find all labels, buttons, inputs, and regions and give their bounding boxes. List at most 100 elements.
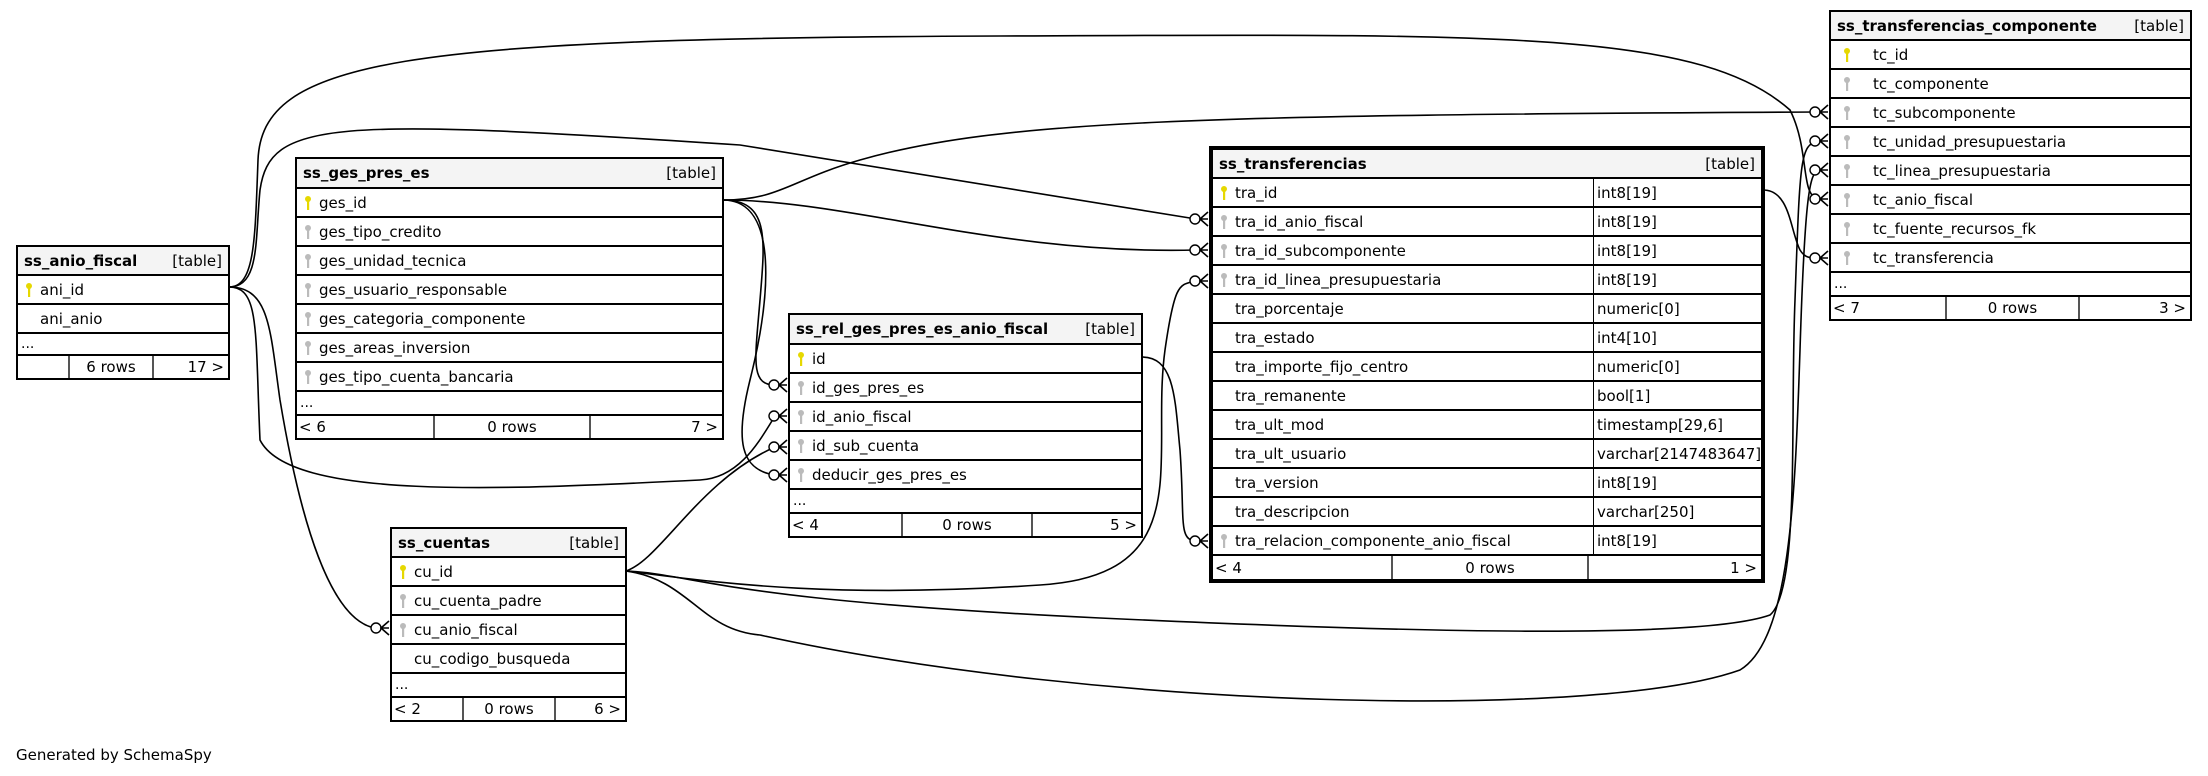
column-name: cu_id xyxy=(414,562,453,581)
edge-anio-to-tc-anio-fiscal xyxy=(228,34,1819,288)
column-row[interactable]: ges_tipo_credito xyxy=(297,218,722,247)
column-row[interactable]: cu_codigo_busqueda xyxy=(392,645,625,674)
children-count[interactable]: 7 > xyxy=(691,418,718,436)
column-name: ges_id xyxy=(319,193,367,212)
column-name: tra_porcentaje xyxy=(1235,299,1344,318)
column-row[interactable]: tc_anio_fiscal xyxy=(1831,186,2190,215)
column-type: int8[19] xyxy=(1593,179,1761,206)
relationship-markers xyxy=(370,104,1829,636)
foreign-key-icon xyxy=(392,593,414,609)
table-header: ss_anio_fiscal [table] xyxy=(18,247,228,276)
parents-count[interactable]: < 6 xyxy=(299,418,326,436)
column-row[interactable]: tc_subcomponente xyxy=(1831,99,2190,128)
generated-by-label: Generated by SchemaSpy xyxy=(16,746,212,764)
column-row[interactable]: ges_id xyxy=(297,189,722,218)
primary-key-icon xyxy=(1831,47,1863,63)
column-row[interactable]: id_anio_fiscal xyxy=(790,403,1141,432)
children-count[interactable]: 3 > xyxy=(2159,299,2186,317)
column-row[interactable]: id xyxy=(790,345,1141,374)
edge-cu-to-tc-unidad xyxy=(625,140,1819,632)
children-count[interactable]: 17 > xyxy=(187,358,224,376)
table-ss-rel-ges-pres-es-anio-fiscal[interactable]: ss_rel_ges_pres_es_anio_fiscal [table] i… xyxy=(788,313,1143,538)
edge-ges-to-rel-deducir xyxy=(722,199,776,476)
column-name: ges_categoria_componente xyxy=(319,309,526,328)
column-row[interactable]: cu_anio_fiscal xyxy=(392,616,625,645)
column-row[interactable]: ges_tipo_cuenta_bancaria xyxy=(297,363,722,392)
edge-ges-to-tc-subcomponente xyxy=(722,111,1819,201)
row-count: 0 rows xyxy=(433,416,591,438)
column-name: cu_anio_fiscal xyxy=(414,620,518,639)
column-row[interactable]: ges_unidad_tecnica xyxy=(297,247,722,276)
column-row[interactable]: cu_cuenta_padre xyxy=(392,587,625,616)
column-name: tc_id xyxy=(1873,45,1909,64)
row-count: 0 rows xyxy=(462,698,556,720)
column-row[interactable]: id_sub_cuenta xyxy=(790,432,1141,461)
edge-ges-to-tra-subcomponente xyxy=(722,199,1197,252)
children-count[interactable]: 6 > xyxy=(594,700,621,718)
table-name: ss_transferencias_componente xyxy=(1837,16,2097,35)
crows-foot-marker xyxy=(777,377,788,393)
zero-cardinality-marker xyxy=(1809,193,1821,205)
children-count[interactable]: 5 > xyxy=(1110,516,1137,534)
column-row[interactable]: tra_porcentaje numeric[0] xyxy=(1213,295,1761,324)
column-row[interactable]: tc_unidad_presupuestaria xyxy=(1831,128,2190,157)
table-footer: < 7 0 rows 3 > xyxy=(1831,297,2190,319)
foreign-key-icon xyxy=(790,438,812,454)
parents-count[interactable]: < 4 xyxy=(1215,558,1242,577)
parents-count[interactable] xyxy=(18,356,68,378)
foreign-key-icon xyxy=(790,409,812,425)
children-count[interactable]: 1 > xyxy=(1730,558,1757,577)
column-row[interactable]: ani_anio xyxy=(18,305,228,334)
column-name: tc_fuente_recursos_fk xyxy=(1873,219,2037,238)
primary-key-icon xyxy=(18,282,40,298)
column-row[interactable]: ges_categoria_componente xyxy=(297,305,722,334)
column-row[interactable]: tc_componente xyxy=(1831,70,2190,99)
table-header: ss_rel_ges_pres_es_anio_fiscal [table] xyxy=(790,315,1141,345)
column-type: int8[19] xyxy=(1593,266,1761,293)
column-name: tra_id_subcomponente xyxy=(1235,241,1406,260)
parents-count[interactable]: < 2 xyxy=(394,700,421,718)
column-row[interactable]: tc_linea_presupuestaria xyxy=(1831,157,2190,186)
table-ss-transferencias-componente[interactable]: ss_transferencias_componente [table] tc_… xyxy=(1829,10,2192,321)
foreign-key-icon xyxy=(1213,272,1235,288)
crows-foot-marker xyxy=(1818,191,1829,207)
column-row[interactable]: ges_areas_inversion xyxy=(297,334,722,363)
zero-cardinality-marker xyxy=(1809,106,1821,118)
column-name: tra_remanente xyxy=(1235,386,1346,405)
foreign-key-icon xyxy=(1213,214,1235,230)
column-row[interactable]: tc_transferencia xyxy=(1831,244,2190,273)
column-row[interactable]: ges_usuario_responsable xyxy=(297,276,722,305)
foreign-key-icon xyxy=(1831,76,1863,92)
column-type: numeric[0] xyxy=(1593,295,1761,322)
column-row[interactable]: id_ges_pres_es xyxy=(790,374,1141,403)
column-row[interactable]: tc_id xyxy=(1831,41,2190,70)
table-footer: 6 rows 17 > xyxy=(18,356,228,378)
parents-count[interactable]: < 7 xyxy=(1833,299,1860,317)
table-footer: < 4 0 rows 1 > xyxy=(1213,556,1761,579)
table-kind: [table] xyxy=(569,533,619,552)
parents-count[interactable]: < 4 xyxy=(792,516,819,534)
column-row[interactable]: cu_id xyxy=(392,558,625,587)
column-name: tra_estado xyxy=(1235,328,1315,347)
column-row[interactable]: deducir_ges_pres_es xyxy=(790,461,1141,490)
column-row[interactable]: tc_fuente_recursos_fk xyxy=(1831,215,2190,244)
column-row[interactable]: ani_id xyxy=(18,276,228,305)
foreign-key-icon xyxy=(392,622,414,638)
more-columns: ... xyxy=(297,392,722,416)
